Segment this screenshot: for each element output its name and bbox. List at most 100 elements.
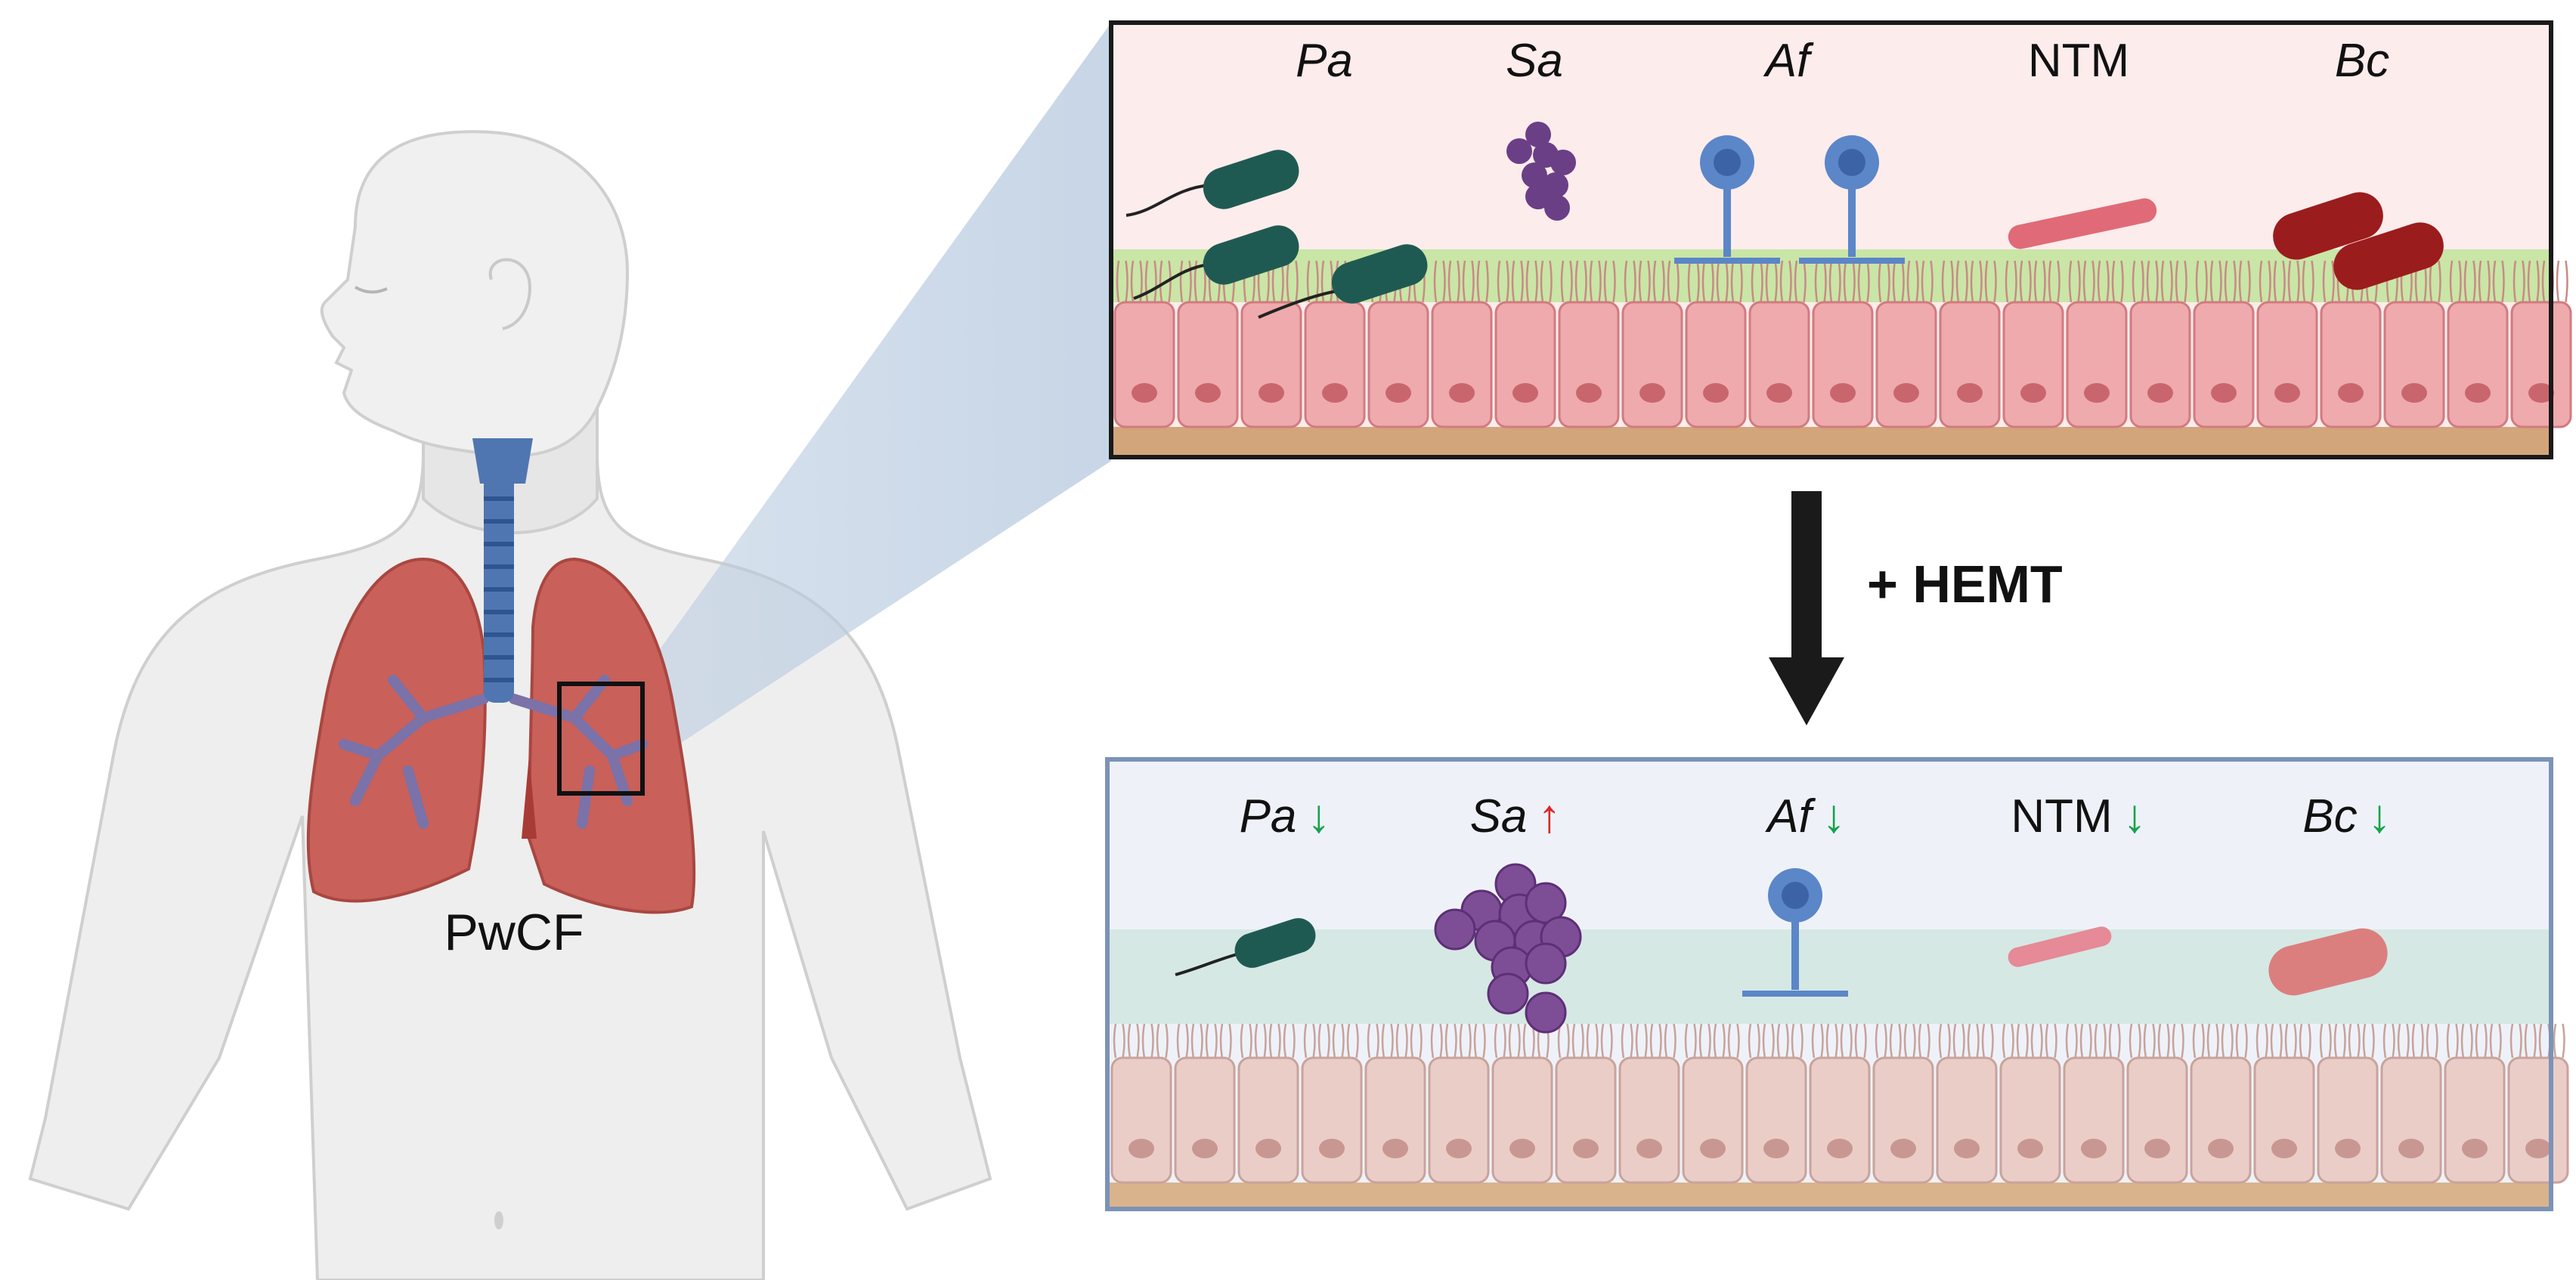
- cilium: [2536, 260, 2540, 303]
- cilium: [1834, 1023, 1838, 1059]
- cilium: [1849, 1023, 1853, 1059]
- cilium: [1459, 1023, 1463, 1059]
- cell-nucleus: [2017, 1139, 2043, 1158]
- cilium: [2533, 1023, 2537, 1059]
- cell-nucleus: [1509, 1139, 1535, 1158]
- cilium: [1927, 1023, 1930, 1059]
- cilium: [2331, 260, 2335, 303]
- cilium: [1168, 260, 1172, 303]
- cilium: [2322, 260, 2327, 303]
- cilium: [1630, 1023, 1633, 1059]
- bc-rods: [2273, 192, 2444, 290]
- cilium: [2206, 1023, 2211, 1059]
- bc-rod: [2268, 928, 2388, 996]
- right-lung: [306, 557, 487, 903]
- cilium: [1814, 260, 1819, 303]
- cilium: [1649, 1023, 1654, 1059]
- cilium: [2091, 260, 2095, 303]
- cilium: [1757, 1023, 1760, 1059]
- sa-cluster: [1506, 122, 1576, 221]
- cilium: [1711, 260, 1714, 303]
- epithelial-cell: [2002, 301, 2064, 428]
- epithelial-cell: [2129, 301, 2191, 428]
- cilium: [1522, 1023, 1527, 1059]
- cilium: [1952, 1023, 1957, 1059]
- cilium: [1560, 260, 1565, 303]
- after-panel: [1105, 757, 2569, 1211]
- cell-nucleus: [2147, 383, 2173, 403]
- cilium: [1433, 260, 1438, 303]
- cilium: [1194, 260, 1198, 303]
- cilium: [1457, 260, 1460, 303]
- cilium: [1473, 1023, 1478, 1059]
- cilium: [1113, 1023, 1117, 1059]
- cilium: [1327, 1023, 1330, 1059]
- cilium: [1843, 260, 1847, 303]
- cell-nucleus: [1382, 1139, 1408, 1158]
- epithelial-cell: [2193, 301, 2255, 428]
- cilium: [2146, 260, 2150, 303]
- cell-nucleus: [1319, 1139, 1345, 1158]
- cilium: [2446, 1023, 2451, 1059]
- cell-nucleus: [2208, 1139, 2234, 1158]
- cilium: [1635, 1023, 1639, 1059]
- cell-nucleus: [1639, 383, 1665, 403]
- cilium: [1130, 260, 1135, 303]
- cilium: [2224, 260, 2228, 303]
- cilium: [2235, 1023, 2240, 1059]
- cilium: [1444, 1023, 1449, 1059]
- cilium: [2111, 260, 2116, 303]
- cilium: [1612, 260, 1616, 303]
- cilium: [1898, 1023, 1902, 1059]
- cilium: [1603, 260, 1608, 303]
- cilium: [2498, 1023, 2502, 1059]
- cilium: [1188, 260, 1192, 303]
- cilium: [1254, 1023, 1259, 1059]
- cilium: [1854, 1023, 1859, 1059]
- cilium: [2406, 1023, 2410, 1059]
- af-fungus: [1742, 868, 1848, 997]
- cilium: [1875, 1023, 1879, 1059]
- cilium: [1730, 260, 1735, 303]
- cilium: [2103, 1023, 2107, 1059]
- epithelial-cell: [1491, 1056, 1553, 1184]
- cilium: [1312, 1023, 1316, 1059]
- epithelial-cell: [2320, 301, 2382, 428]
- cell-nucleus: [2338, 383, 2364, 403]
- cilium: [1116, 260, 1120, 303]
- cell-nucleus: [1449, 383, 1475, 403]
- cilium: [2342, 1023, 2346, 1059]
- cilium: [2463, 260, 2468, 303]
- cilium: [1127, 1023, 1132, 1059]
- epithelial-cell: [1618, 1056, 1680, 1184]
- cilium: [1970, 260, 1974, 303]
- cilium: [2160, 260, 2165, 303]
- trend-up-arrow: ↑: [1537, 790, 1562, 843]
- cilium: [2065, 1023, 2070, 1059]
- trend-down-arrow: ↓: [2367, 790, 2392, 843]
- epithelial-cell: [2253, 1056, 2315, 1184]
- cilium: [1476, 260, 1481, 303]
- cilium: [1791, 1023, 1795, 1059]
- cilium: [1684, 1023, 1689, 1059]
- cilium: [1840, 1023, 1844, 1059]
- trend-down-arrow: ↓: [1822, 790, 1846, 843]
- epithelial-cell: [1301, 1056, 1363, 1184]
- cilium: [2157, 1023, 2162, 1059]
- cilium: [1878, 260, 1882, 303]
- zoom-box: [557, 682, 645, 796]
- cilium: [2108, 1023, 2113, 1059]
- cilium: [1165, 1023, 1169, 1059]
- cell-nucleus: [1192, 1139, 1218, 1158]
- cilium: [1748, 1023, 1752, 1059]
- cell-nucleus: [1255, 1139, 1281, 1158]
- epithelial-cell: [2510, 301, 2572, 428]
- after-panel-frame: [1105, 757, 2553, 1211]
- cilium: [2141, 260, 2144, 303]
- cilium: [1283, 1023, 1287, 1059]
- epithelial-cell: [2126, 1056, 2188, 1184]
- cilium: [1765, 260, 1769, 303]
- cilium: [2513, 260, 2517, 303]
- cilium: [2411, 1023, 2416, 1059]
- cilium: [2519, 1023, 2522, 1059]
